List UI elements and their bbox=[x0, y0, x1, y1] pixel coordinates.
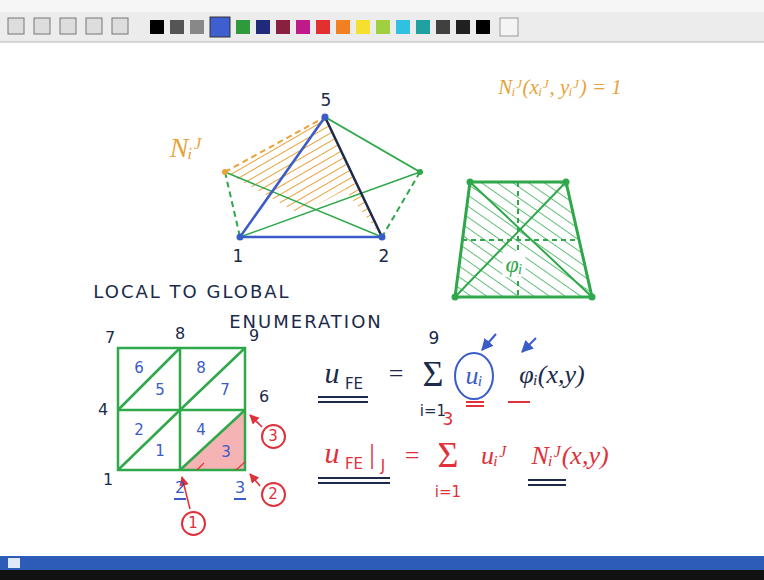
global-node-number: 3 bbox=[235, 479, 245, 497]
sum-limit: i=1 bbox=[435, 484, 461, 501]
heading-text: LOCAL TO GLOBAL bbox=[93, 282, 290, 302]
formula-subscript: FE bbox=[345, 376, 363, 393]
formula-subscript: J bbox=[381, 458, 385, 475]
formula-symbol: u bbox=[325, 356, 340, 389]
formula-symbol: uᵢ bbox=[465, 362, 482, 391]
shape-function-name: Nᵢᴶ bbox=[170, 133, 203, 164]
global-node-number: 6 bbox=[259, 388, 269, 406]
callout-circle: 1 bbox=[181, 511, 206, 536]
sum-limit: 3 bbox=[443, 410, 454, 429]
sum-limit: 9 bbox=[429, 329, 440, 348]
element-number: 8 bbox=[196, 360, 206, 377]
global-node-number: 2 bbox=[175, 479, 185, 497]
formula-symbol: Nᵢᴶ(x,y) bbox=[531, 442, 608, 471]
formula-symbol: φᵢ(x,y) bbox=[519, 361, 584, 390]
formula-symbol: = bbox=[389, 360, 404, 389]
formula-symbol: uᵢᴶ bbox=[481, 442, 507, 471]
formula-symbol: | bbox=[369, 439, 375, 470]
element-number: 5 bbox=[155, 382, 165, 399]
sum-symbol: Σ bbox=[438, 436, 459, 476]
element-number: 4 bbox=[196, 422, 206, 439]
sum-limit: i=1 bbox=[420, 403, 446, 420]
global-node-number: 7 bbox=[105, 329, 115, 347]
vertex-number: 2 bbox=[379, 247, 390, 266]
callout-circle: 3 bbox=[261, 424, 286, 449]
formula-symbol: = bbox=[405, 442, 420, 471]
element-number: 6 bbox=[134, 360, 144, 377]
element-number: 2 bbox=[134, 422, 144, 439]
formula-subscript: FE bbox=[345, 456, 363, 473]
element-number: 1 bbox=[155, 443, 165, 460]
interpolation-condition: Nᵢᴶ(xᵢᴶ, yᵢᴶ) = 1 bbox=[498, 76, 622, 99]
sum-symbol: Σ bbox=[423, 355, 444, 395]
global-node-number: 1 bbox=[103, 471, 113, 489]
callout-circle: 2 bbox=[261, 482, 286, 507]
element-number: 3 bbox=[221, 444, 231, 461]
callout-number: 2 bbox=[268, 487, 278, 502]
vertex-number: 5 bbox=[321, 91, 332, 110]
element-number: 7 bbox=[220, 382, 230, 399]
callout-number: 1 bbox=[188, 516, 198, 531]
global-node-number: 8 bbox=[175, 325, 185, 343]
global-node-number: 4 bbox=[98, 401, 108, 419]
formula-symbol: u bbox=[325, 436, 340, 469]
global-node-number: 9 bbox=[249, 327, 259, 345]
vertex-number: 1 bbox=[233, 247, 244, 266]
callout-number: 3 bbox=[268, 429, 278, 444]
basis-function-name: φᵢ bbox=[502, 251, 525, 277]
